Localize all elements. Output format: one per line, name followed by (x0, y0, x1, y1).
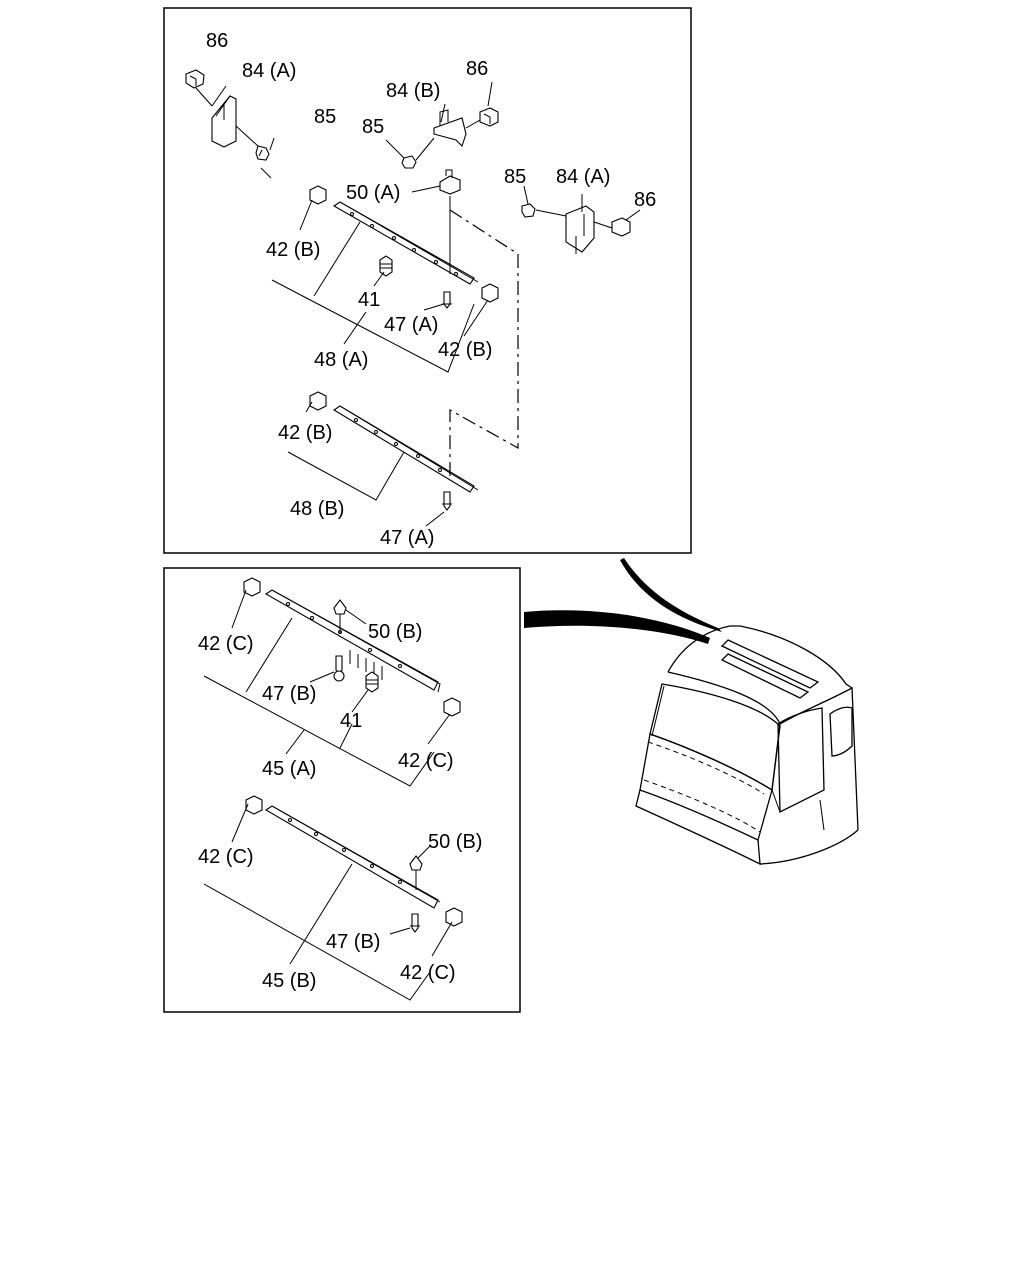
lower-parts-panel (163, 567, 521, 1013)
clip-42b-a (309, 185, 327, 205)
callout-84a: 84 (A) (556, 166, 610, 188)
callout-85: 85 (314, 106, 336, 128)
callout-47a: 47 (A) (384, 314, 438, 336)
callout-50b: 50 (B) (368, 621, 422, 643)
clip-42c-a (243, 577, 261, 597)
callout-84b: 84 (B) (386, 80, 440, 102)
screw-47a-a (442, 291, 452, 309)
cab-front-panel (639, 733, 773, 841)
molding-45a (264, 589, 441, 693)
bracket-84a-top-left (211, 95, 237, 148)
truck-cab-illustration (524, 558, 859, 866)
callout-42c: 42 (C) (198, 846, 254, 868)
clip-42c-b (443, 697, 461, 717)
callout-42c: 42 (C) (400, 962, 456, 984)
screw-47a-b (442, 491, 452, 511)
callout-86: 86 (466, 58, 488, 80)
callout-45a: 45 (A) (262, 758, 316, 780)
callout-50a: 50 (A) (346, 182, 400, 204)
screw-47b-b (410, 913, 420, 933)
lower-callouts: 42 (C) 50 (B) 47 (B) 41 45 (A) 42 (C) 42… (198, 621, 482, 992)
bracket-84a-right (565, 205, 595, 254)
clip-42b-c (309, 391, 327, 411)
callout-41: 41 (340, 710, 362, 732)
clip-42b-b (481, 283, 499, 303)
clip-50b-a (333, 599, 347, 615)
callout-42b: 42 (B) (438, 339, 492, 361)
screw-85-top-left (255, 145, 270, 161)
screw-85-top-center (401, 155, 417, 169)
callout-47b: 47 (B) (326, 931, 380, 953)
callout-42c: 42 (C) (398, 750, 454, 772)
callout-84a: 84 (A) (242, 60, 296, 82)
callout-42b: 42 (B) (278, 422, 332, 444)
callout-50b: 50 (B) (428, 831, 482, 853)
nut-41-b (365, 671, 379, 693)
rear-side-window (829, 706, 853, 757)
molding-48a (332, 201, 479, 285)
callout-41: 41 (358, 289, 380, 311)
callout-47b: 47 (B) (262, 683, 316, 705)
callout-85: 85 (504, 166, 526, 188)
roof-molding-rear (720, 653, 810, 699)
screw-85-right (521, 203, 536, 218)
clip-86-right (611, 217, 631, 237)
cab-side (779, 686, 859, 831)
callout-42b: 42 (B) (266, 239, 320, 261)
clip-50b-b (409, 855, 423, 871)
callout-48b: 48 (B) (290, 498, 344, 520)
cab-roof (667, 625, 853, 689)
callout-47a: 47 (A) (380, 527, 434, 549)
callout-45b: 45 (B) (262, 970, 316, 992)
clip-86-top-left (185, 69, 205, 89)
nut-41-a (379, 255, 393, 277)
upper-parts-panel (163, 7, 692, 554)
upper-panel-frame (163, 7, 692, 554)
screw-47b-a (333, 655, 345, 682)
phantom-line-upper (449, 209, 519, 476)
callout-48a: 48 (A) (314, 349, 368, 371)
windshield (649, 683, 781, 792)
lower-panel-frame (163, 567, 521, 1013)
clip-50a (439, 169, 461, 195)
callout-42c: 42 (C) (198, 633, 254, 655)
pointer-to-lower-panel (524, 610, 710, 644)
upper-callouts: 86 84 (A) 85 84 (B) 86 85 50 (A) 85 84 (… (206, 30, 656, 549)
callout-85: 85 (362, 116, 384, 138)
molding-48b (332, 405, 479, 493)
clip-42c-c (245, 795, 263, 815)
molding-45b (264, 805, 441, 909)
callout-86: 86 (206, 30, 228, 52)
clip-86-top-center (479, 107, 499, 127)
roof-molding-front (720, 639, 820, 689)
door-window (777, 707, 825, 814)
clip-42c-d (445, 907, 463, 927)
bracket-84b (433, 109, 467, 148)
callout-86: 86 (634, 189, 656, 211)
